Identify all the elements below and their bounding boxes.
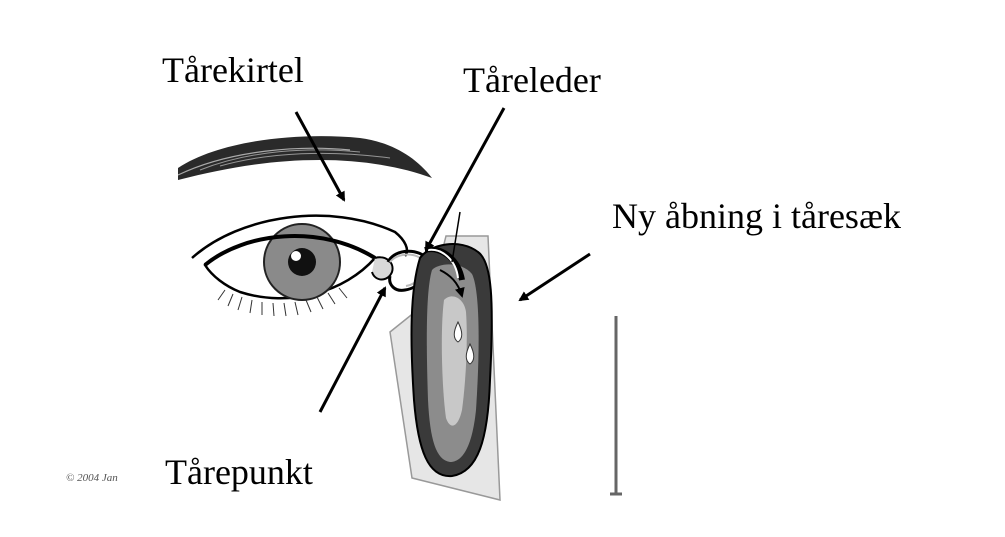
scale-line	[610, 316, 622, 496]
label-lacrimal-duct: Tåreleder	[463, 60, 601, 100]
copyright-text: © 2004 Jan	[66, 472, 118, 484]
arrow-lacrimal-punctum	[318, 286, 387, 413]
arrow-lacrimal-gland	[294, 111, 346, 202]
label-new-opening: Ny åbning i tåresæk	[612, 196, 901, 236]
lower-lashes	[217, 287, 348, 317]
eyebrow	[177, 136, 432, 180]
pupil	[288, 248, 316, 276]
lacrimal-sac	[410, 211, 493, 478]
eyelid-fold	[191, 214, 409, 259]
label-lacrimal-gland: Tårekirtel	[162, 50, 304, 90]
eye	[203, 223, 377, 301]
arrow-lacrimal-duct	[424, 107, 506, 252]
label-lacrimal-punctum: Tårepunkt	[165, 452, 313, 492]
arrow-new-opening	[518, 252, 591, 302]
